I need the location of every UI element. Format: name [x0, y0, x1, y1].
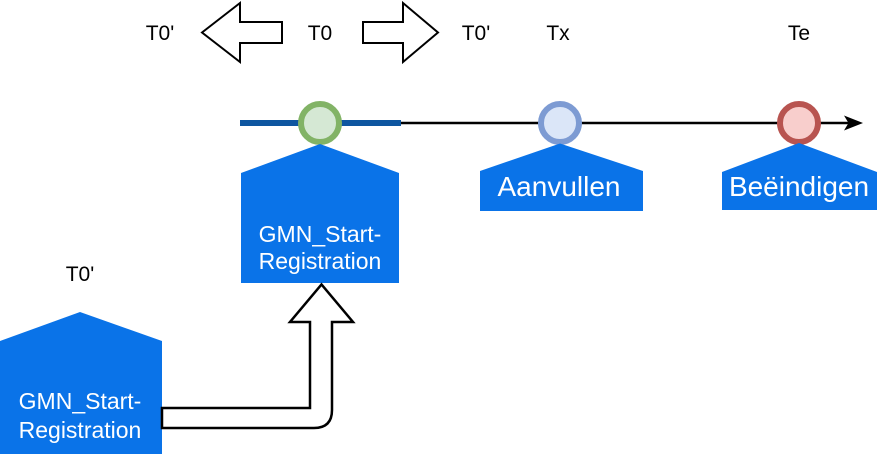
event-offline-label-line1: GMN_Start-	[19, 388, 142, 414]
label-t0: T0	[308, 22, 333, 45]
event-aanvullen-shape	[480, 143, 643, 211]
event-start-registration-label-line1: GMN_Start-	[259, 221, 382, 247]
start-milestone-circle	[298, 101, 342, 145]
timeline-arrowhead-icon	[844, 115, 863, 131]
event-beeindigen-shape	[722, 143, 877, 210]
event-start-registration-label-line2: Registration	[259, 248, 382, 274]
event-aanvullen-label: Aanvullen	[498, 171, 621, 202]
event-start-registration-offline-shape	[0, 312, 162, 454]
event-beeindigen-label: Beëindigen	[729, 171, 869, 202]
bent-up-arrow-connector	[160, 282, 356, 430]
label-t0-prime-right: T0'	[462, 22, 491, 45]
aanvullen-milestone-circle	[538, 101, 582, 145]
block-arrow-left-icon	[200, 0, 283, 65]
label-t0-prime-left: T0'	[146, 22, 175, 45]
label-tx: Tx	[546, 22, 570, 45]
event-offline-label-line2: Registration	[19, 417, 142, 443]
block-arrow-right-icon	[362, 0, 440, 65]
beeindigen-milestone-circle	[777, 101, 821, 145]
label-te: Te	[788, 22, 810, 45]
event-start-registration-shape	[241, 144, 399, 283]
label-t0-prime-offline: T0'	[66, 263, 95, 286]
